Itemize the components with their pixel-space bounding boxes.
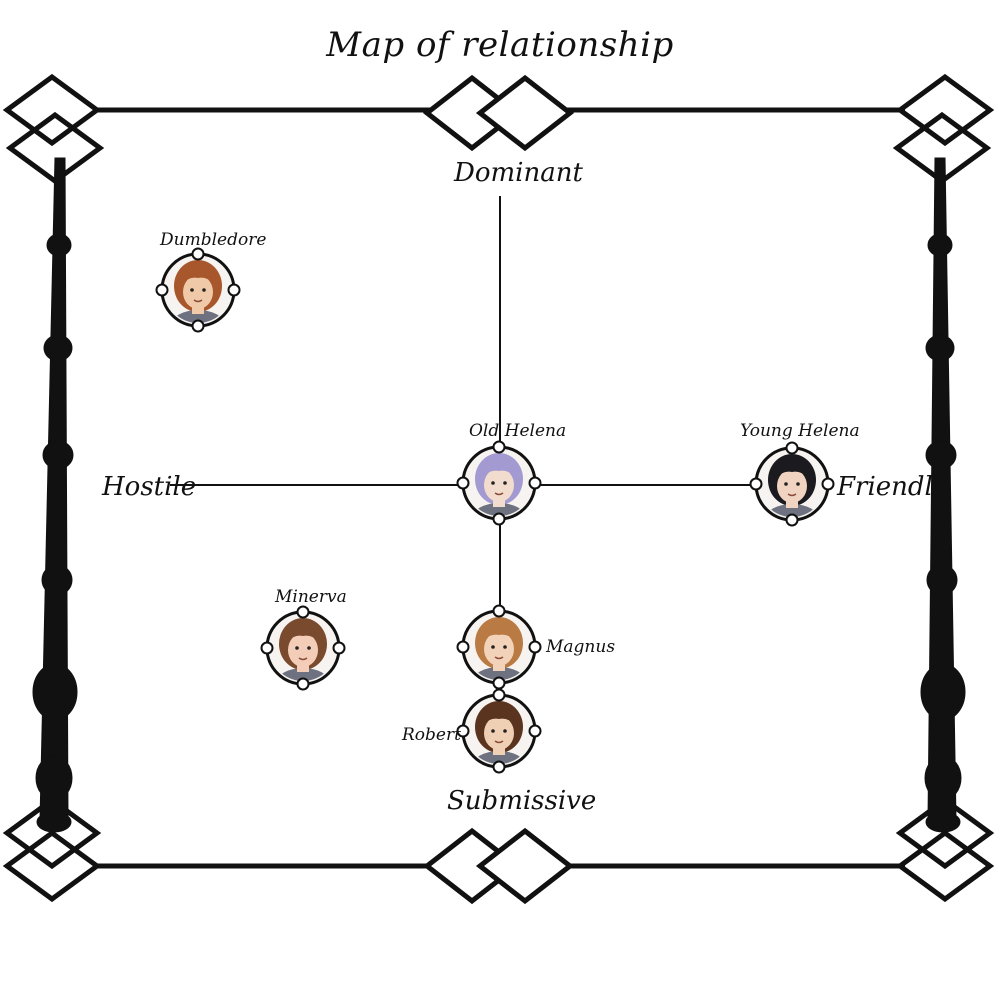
- portrait-robert: [473, 701, 525, 764]
- connection-handle[interactable]: [492, 760, 506, 774]
- connection-handle[interactable]: [785, 513, 799, 527]
- connection-handle[interactable]: [456, 724, 470, 738]
- portrait-magnus: [473, 617, 525, 680]
- name-label-minerva: Minerva: [275, 587, 347, 607]
- connection-handle[interactable]: [296, 677, 310, 691]
- map-title: Map of relationship: [326, 25, 674, 65]
- avatar-node-dumbledore[interactable]: [155, 247, 241, 339]
- connection-handle[interactable]: [528, 724, 542, 738]
- connection-handle[interactable]: [528, 476, 542, 490]
- connection-handle[interactable]: [492, 512, 506, 526]
- portrait-minerva: [277, 618, 329, 681]
- connection-handle[interactable]: [155, 283, 169, 297]
- connection-handle[interactable]: [528, 640, 542, 654]
- avatar-node-magnus[interactable]: [456, 604, 542, 696]
- portrait-dumbledore: [172, 260, 224, 323]
- avatar-node-old-helena[interactable]: [456, 440, 542, 532]
- connection-handle[interactable]: [332, 641, 346, 655]
- avatar-node-young-helena[interactable]: [749, 441, 835, 533]
- name-label-young-helena: Young Helena: [740, 421, 860, 441]
- portrait-young-helena: [766, 454, 818, 517]
- name-label-robert: Robert: [402, 725, 461, 745]
- connection-handle[interactable]: [260, 641, 274, 655]
- corner-ornament-bottom-right: [895, 796, 995, 903]
- axis-label-hostile: Hostile: [102, 472, 197, 502]
- axis-label-friendly: Friendly: [837, 472, 948, 502]
- corner-ornament-bottom-left: [2, 796, 102, 903]
- center-ornament-top: [422, 74, 575, 152]
- connection-handle[interactable]: [191, 319, 205, 333]
- connection-handle[interactable]: [456, 476, 470, 490]
- connection-handle[interactable]: [785, 441, 799, 455]
- name-label-dumbledore: Dumbledore: [160, 230, 267, 250]
- connection-handle[interactable]: [227, 283, 241, 297]
- connection-handle[interactable]: [492, 676, 506, 690]
- name-label-magnus: Magnus: [546, 637, 616, 657]
- connection-handle[interactable]: [492, 688, 506, 702]
- portrait-old-helena: [473, 453, 525, 516]
- avatar-node-robert[interactable]: [456, 688, 542, 780]
- connection-handle[interactable]: [821, 477, 835, 491]
- avatar-node-minerva[interactable]: [260, 605, 346, 697]
- wand-left: [32, 157, 78, 833]
- center-ornament-bottom: [422, 827, 575, 905]
- connection-handle[interactable]: [749, 477, 763, 491]
- wand-right: [920, 157, 966, 833]
- connection-handle[interactable]: [191, 247, 205, 261]
- connection-handle[interactable]: [492, 604, 506, 618]
- connection-handle[interactable]: [456, 640, 470, 654]
- axis-label-dominant: Dominant: [454, 158, 583, 188]
- axis-label-submissive: Submissive: [447, 786, 597, 816]
- name-label-old-helena: Old Helena: [469, 421, 567, 441]
- connection-handle[interactable]: [296, 605, 310, 619]
- connection-handle[interactable]: [492, 440, 506, 454]
